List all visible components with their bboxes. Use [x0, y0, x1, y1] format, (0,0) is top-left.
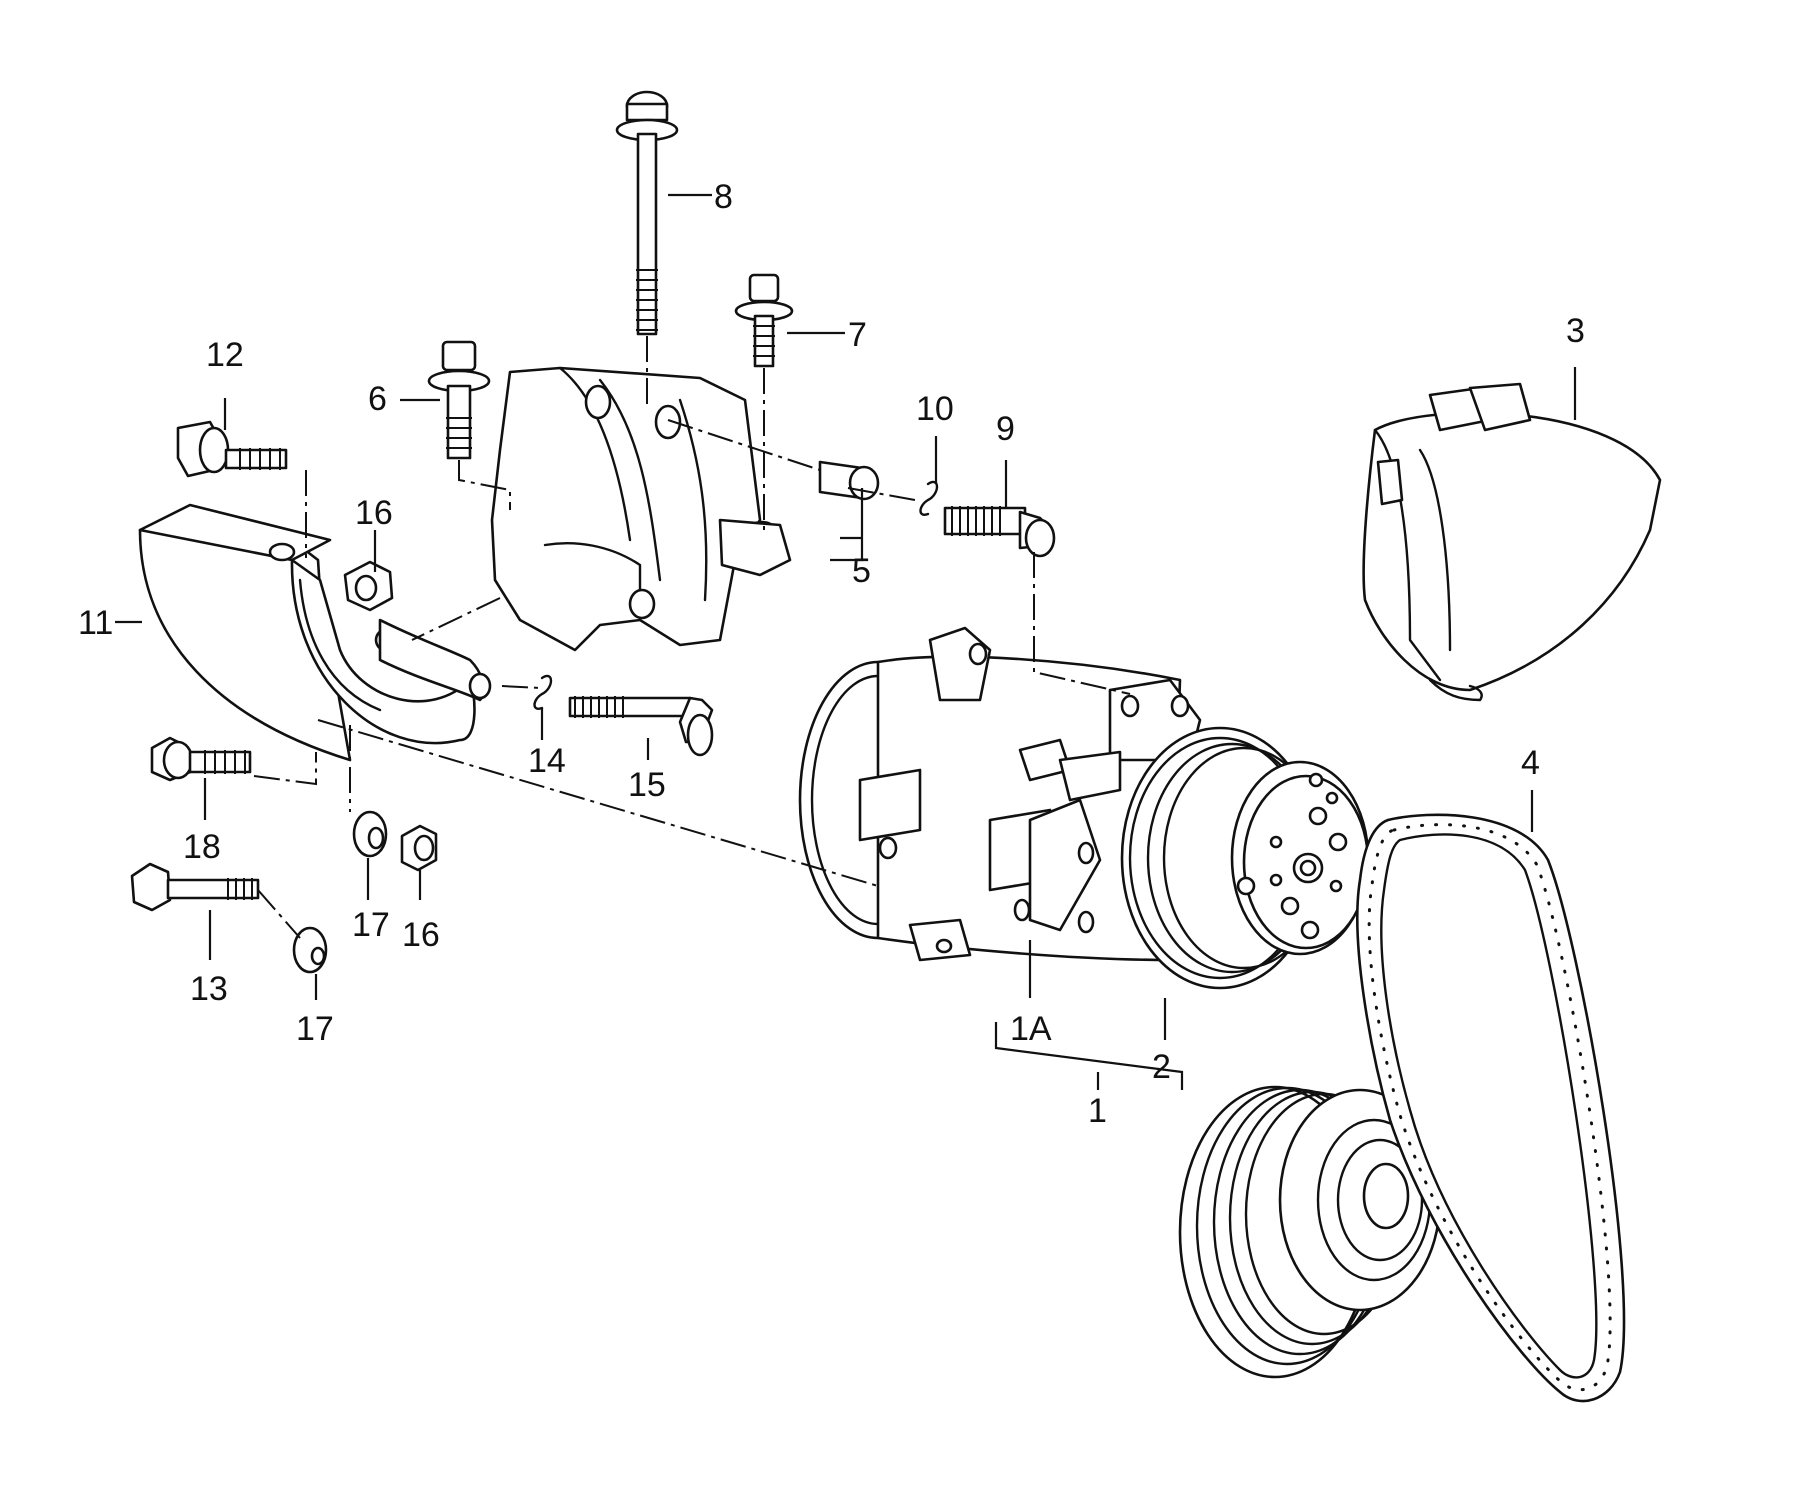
part-15-bolt [568, 696, 714, 757]
part-17-washer-lower [292, 926, 328, 974]
callout-12: 12 [206, 336, 244, 374]
callout-6: 6 [368, 380, 387, 418]
part-11-belt-guard [138, 503, 492, 762]
callout-1: 1 [1088, 1092, 1107, 1130]
callout-9: 9 [996, 410, 1015, 448]
callout-leaders [115, 193, 1577, 1090]
callout-7: 7 [848, 316, 867, 354]
assembly-center-lines [253, 336, 1131, 939]
callout-8: 8 [714, 178, 733, 216]
callout-13: 13 [190, 970, 228, 1008]
callout-17-lower: 17 [296, 1010, 334, 1048]
callout-15: 15 [628, 766, 666, 804]
part-5-spacer [818, 460, 880, 501]
part-18-bolt [150, 736, 252, 782]
callout-labels: 8 7 6 5 10 9 3 4 11 12 16 14 15 18 17 16… [78, 178, 1585, 1130]
callout-1a: 1A [1010, 1010, 1052, 1048]
callout-5: 5 [852, 552, 871, 590]
callout-17-mid: 17 [352, 906, 390, 944]
part-17-washer-mid [352, 810, 388, 858]
part-7-bolt [734, 273, 794, 368]
part-3-clutch-cover [1362, 382, 1662, 702]
part-16-nut-lower [400, 824, 438, 872]
part-6-bolt [427, 340, 491, 460]
callout-3: 3 [1566, 312, 1585, 350]
part-9-socket-bolt [943, 506, 1056, 558]
part-14-spring-washer [533, 674, 553, 710]
callout-2: 2 [1152, 1048, 1171, 1086]
part-4-ribbed-v-belt [1356, 813, 1626, 1403]
callout-18: 18 [183, 828, 221, 866]
part-8-long-bolt [615, 90, 679, 336]
callout-16-lower: 16 [402, 916, 440, 954]
part-5-mounting-bracket [490, 366, 792, 652]
part-10-spring-washer [919, 480, 939, 516]
part-1a-ac-compressor-body [798, 626, 1202, 962]
callout-10: 10 [916, 390, 954, 428]
callout-11: 11 [78, 604, 113, 642]
part-2-magnetic-clutch [1120, 726, 1370, 990]
part-16-nut-upper [343, 560, 394, 612]
part-13-bolt [130, 862, 260, 912]
callout-4: 4 [1521, 744, 1540, 782]
callout-16-upper: 16 [355, 494, 393, 532]
callout-14: 14 [528, 742, 566, 780]
part-12-bolt [176, 420, 288, 478]
